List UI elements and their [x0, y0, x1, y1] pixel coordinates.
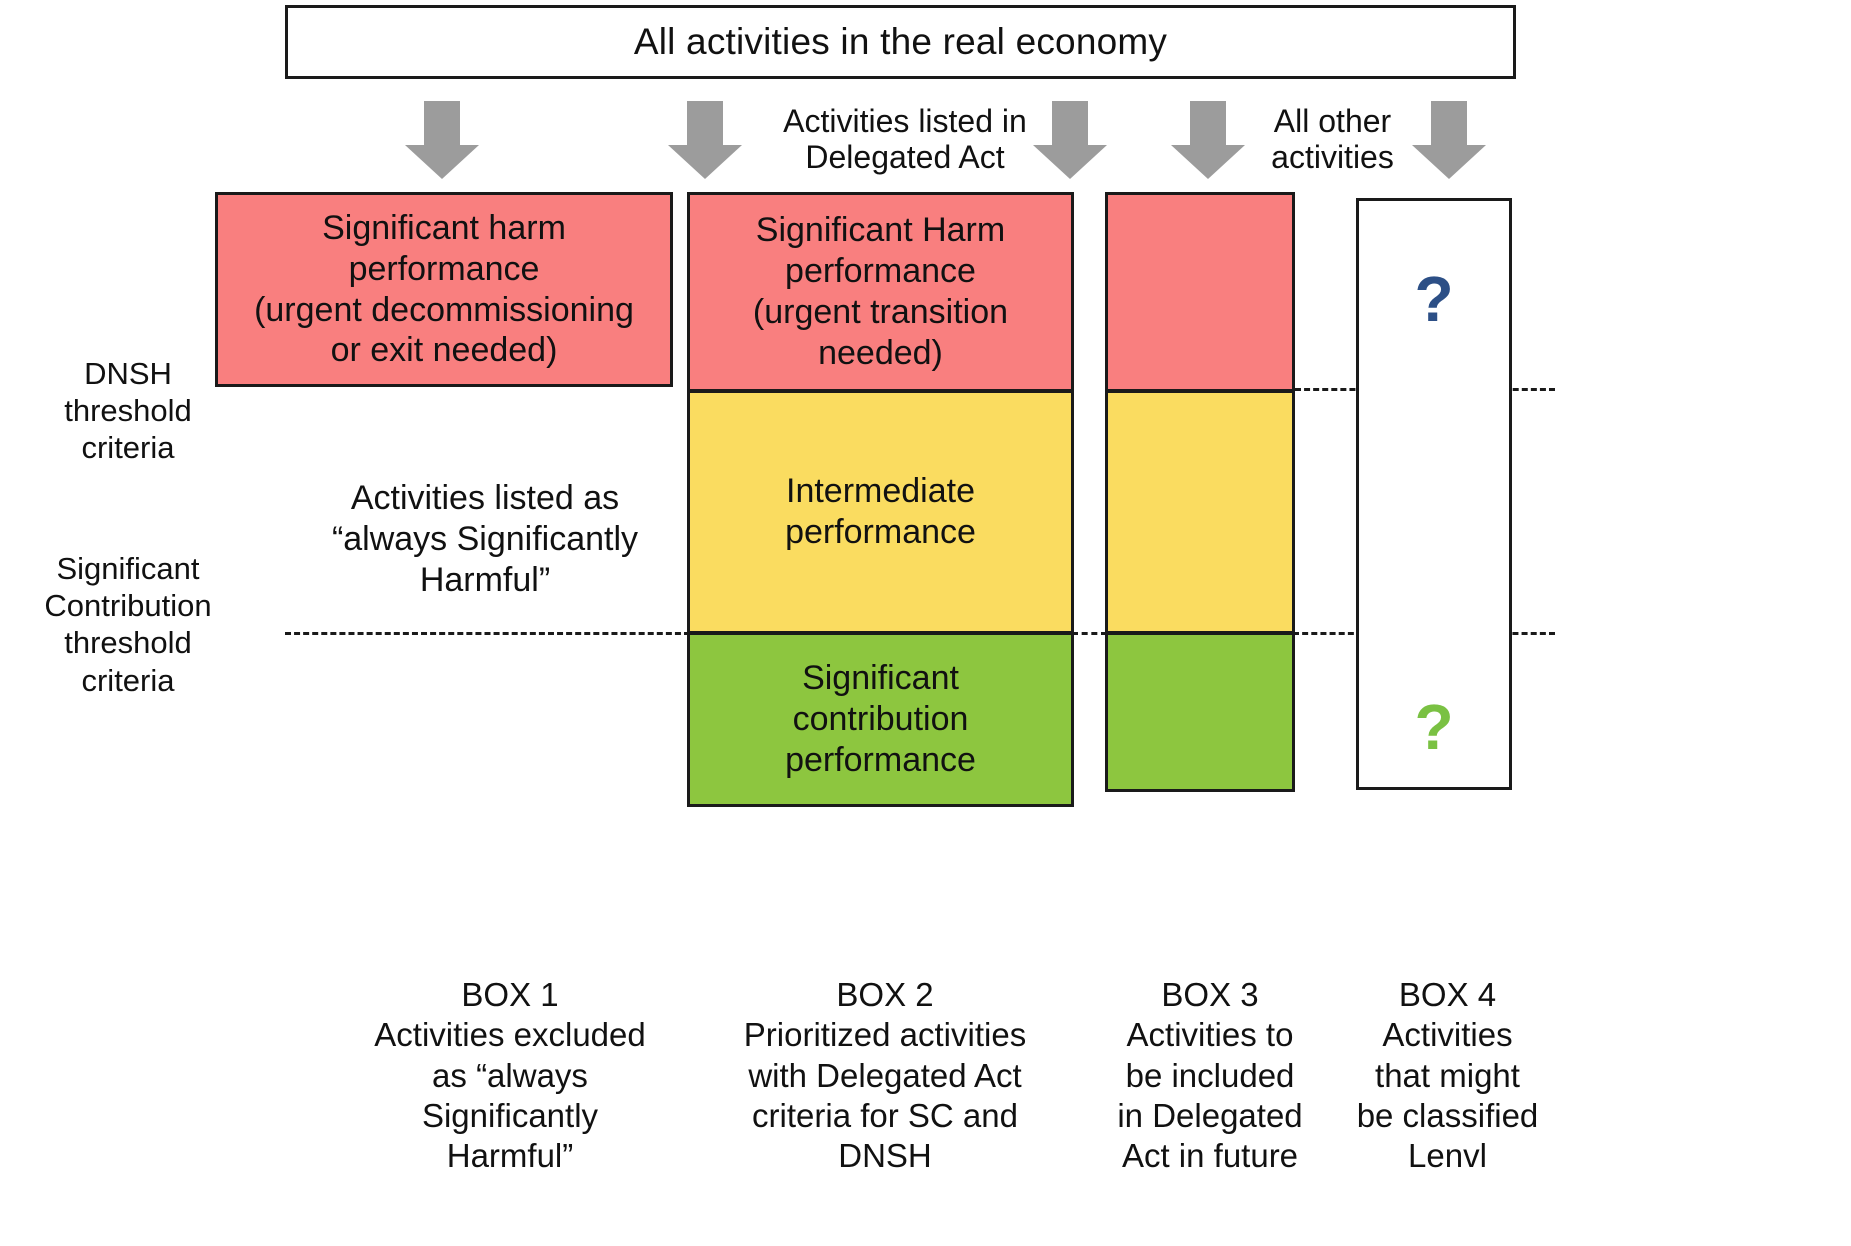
box3-green-cell [1105, 632, 1295, 792]
arrow-head [405, 145, 479, 179]
box3-yellow-cell [1105, 390, 1295, 634]
arrow-shaft [424, 101, 460, 147]
arrow-shaft [687, 101, 723, 147]
down-arrow-5 [1412, 101, 1486, 179]
box4-question-mark-lower: ? [1414, 691, 1454, 763]
arrow-head [1412, 145, 1486, 179]
box1-free-text: Activities listed as“always Significantl… [331, 479, 639, 599]
down-arrow-2 [668, 101, 742, 179]
sc-threshold-dashed-line-mid [1072, 632, 1107, 635]
down-arrow-3 [1033, 101, 1107, 179]
box4-outline [1356, 198, 1512, 790]
down-arrow-1 [405, 101, 479, 179]
arrow-head [1033, 145, 1107, 179]
down-arrow-4 [1171, 101, 1245, 179]
arrow-shaft [1190, 101, 1226, 147]
top-banner-all-activities: All activities in the real economy [285, 5, 1516, 79]
top-banner-label: All activities in the real economy [633, 21, 1168, 62]
arrow-head [668, 145, 742, 179]
arrow-shaft [1431, 101, 1467, 147]
box3-red-cell [1105, 192, 1295, 392]
sc-threshold-dashed-line-left [285, 632, 690, 635]
arrow-shaft [1052, 101, 1088, 147]
arrow-head [1171, 145, 1245, 179]
box4-question-mark-upper: ? [1414, 263, 1454, 335]
